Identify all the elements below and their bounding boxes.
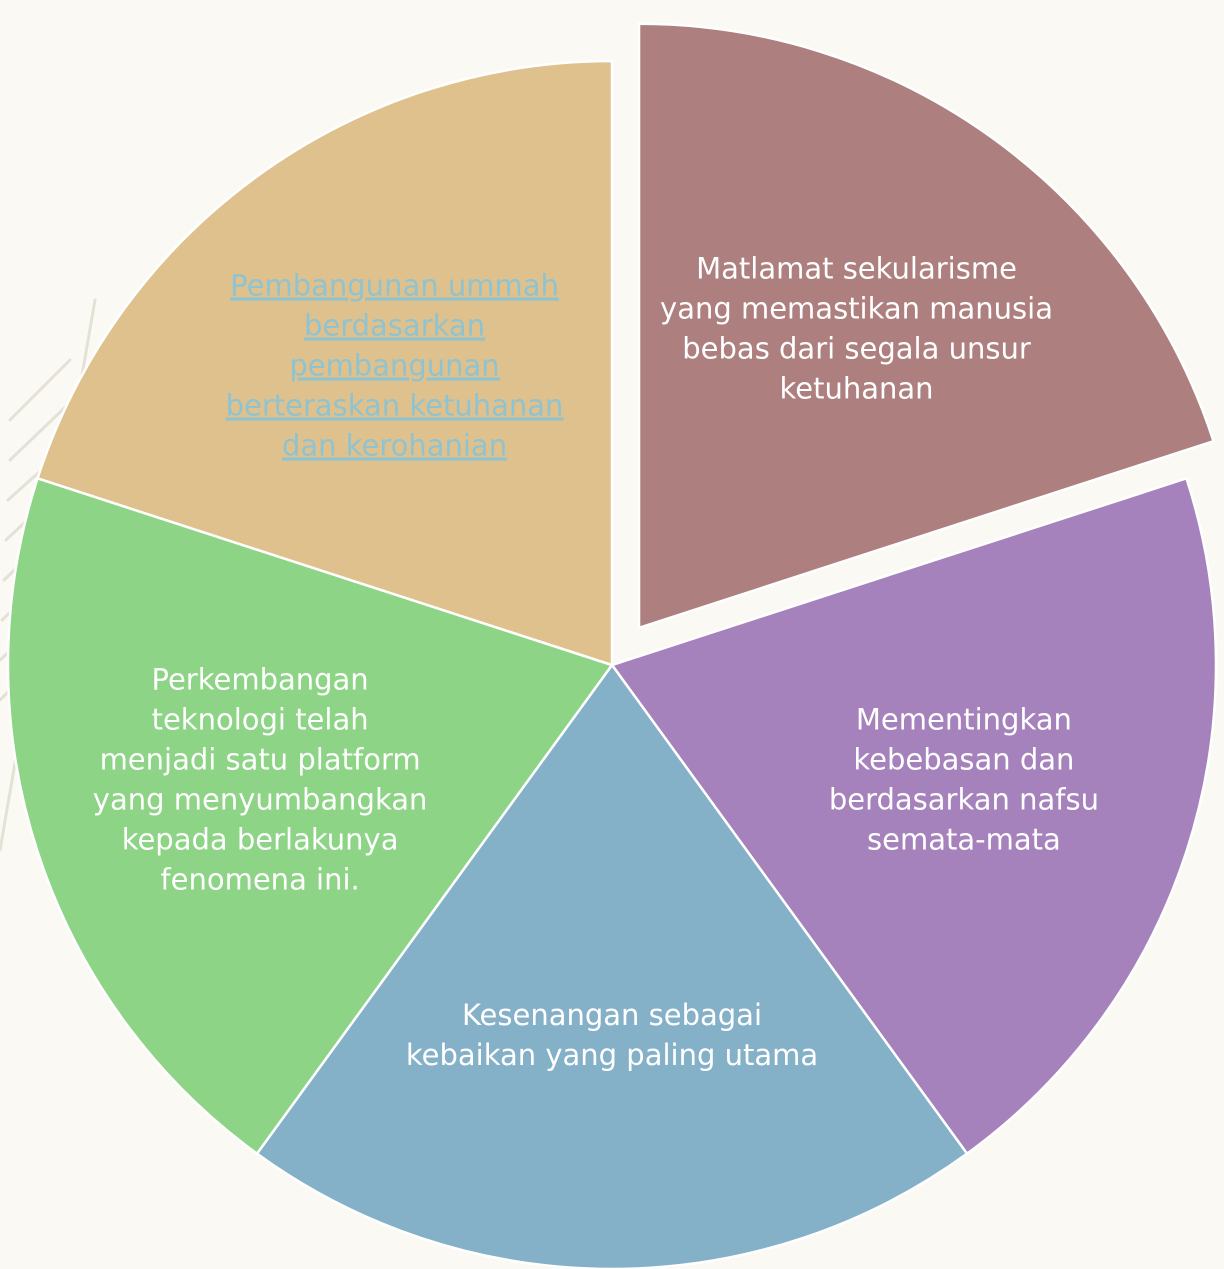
segment-label-line: Mementingkan xyxy=(856,702,1072,736)
segment-label-line: semata-mata xyxy=(867,822,1061,856)
segment-label-line: kepada berlakunya xyxy=(122,822,399,856)
segment-technology-platform xyxy=(6,476,615,1156)
segment-label-line[interactable]: berteraskan ketuhanan xyxy=(226,389,564,423)
segment-freedom-desire xyxy=(609,476,1218,1156)
segment-label-line: kebebasan dan xyxy=(853,742,1074,776)
segment-label-secularism-goal: Matlamat sekularisme yang memastikan manu… xyxy=(660,251,1053,405)
segment-pleasure-virtue xyxy=(255,662,969,1269)
segment-ummah-development xyxy=(35,59,614,667)
segment-label-line[interactable]: dan kerohanian xyxy=(282,429,507,463)
segment-label-technology-platform: Perkembangan teknologi telah menjadi satu … xyxy=(93,662,428,896)
segment-label-line: yang menyumbangkan xyxy=(93,782,428,816)
segment-label-line: yang memastikan manusia xyxy=(660,291,1053,325)
segment-label-line: bebas dari segala unsur xyxy=(682,331,1031,365)
segment-label-line: Kesenangan sebagai xyxy=(462,998,762,1032)
segment-label-line: berdasarkan nafsu xyxy=(829,782,1099,816)
segment-label-line: Matlamat sekularisme xyxy=(696,251,1017,285)
segment-label-line: kebaikan yang paling utama xyxy=(406,1038,818,1072)
segment-label-line: Perkembangan xyxy=(152,662,369,696)
segment-label-line: ketuhanan xyxy=(779,371,933,405)
segment-label-ummah-development[interactable]: Pembangunan ummah berdasarkan pembangunan b… xyxy=(226,269,564,463)
segment-secularism-goal xyxy=(637,22,1216,630)
segment-label-line: menjadi satu platform xyxy=(100,742,421,776)
segment-label-line: fenomena ini. xyxy=(160,862,359,896)
segment-label-line: teknologi telah xyxy=(152,702,369,736)
diagram-segments: Matlamat sekularisme yang memastikan manu… xyxy=(6,22,1218,1269)
segment-label-line[interactable]: berdasarkan xyxy=(304,309,485,343)
segment-label-freedom-desire: Mementingkan kebebasan dan berdasarkan naf… xyxy=(829,702,1099,856)
segment-label-line[interactable]: Pembangunan ummah xyxy=(230,269,559,303)
segment-label-pleasure-virtue: Kesenangan sebagai kebaikan yang paling u… xyxy=(406,998,818,1072)
segment-label-line[interactable]: pembangunan xyxy=(289,349,499,383)
